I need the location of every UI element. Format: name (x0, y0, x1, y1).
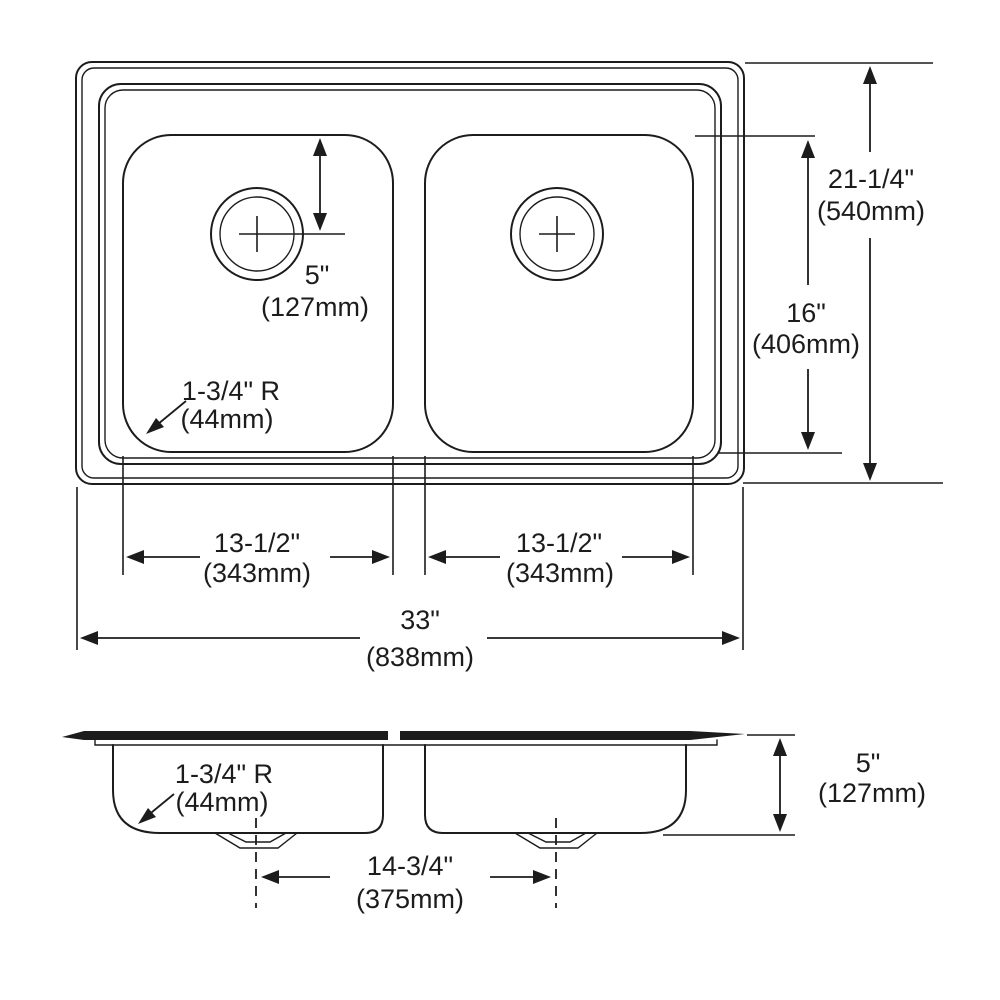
dim-drain-offset-imperial: 5" (305, 260, 330, 290)
corner-radius-side-metric: (44mm) (176, 787, 269, 817)
arrowhead-right-icon (533, 870, 551, 884)
rim-profile (62, 731, 745, 746)
dim-front-to-back-metric: (540mm) (817, 196, 925, 226)
dim-left-bowl-metric: (343mm) (203, 558, 311, 588)
arrowhead-left-icon (261, 870, 279, 884)
rim-bar-right (400, 731, 745, 740)
dim-overall-front-to-back: 21-1/4" (540mm) (743, 62, 943, 484)
right-bowl (424, 134, 694, 453)
dim-overall-width-imperial: 33" (400, 605, 440, 635)
arrowhead-left-icon (80, 631, 98, 645)
arrowhead-left-icon (428, 550, 446, 564)
dim-overall-width: 33" (838mm) (80, 605, 740, 672)
dim-bowl-depth-imperial: 16" (786, 298, 826, 328)
arrowhead-right-icon (672, 550, 690, 564)
dim-drain-spacing-metric: (375mm) (356, 884, 464, 914)
arrowhead-left-icon (126, 550, 144, 564)
arrowhead-up-icon (863, 66, 877, 84)
left-bowl (122, 134, 394, 453)
dim-depth-imperial: 5" (856, 748, 881, 778)
left-bowl-profile (112, 744, 384, 834)
corner-radius-top-imperial: 1-3/4" R (182, 376, 280, 406)
dim-left-bowl-imperial: 13-1/2" (214, 528, 300, 558)
left-drain-inner (227, 832, 287, 843)
corner-radius-side-imperial: 1-3/4" R (175, 759, 273, 789)
arrowhead-up-icon (773, 738, 787, 756)
dim-corner-radius-top: 1-3/4" R (44mm) (146, 376, 280, 434)
inner-rim-edge (98, 83, 722, 465)
right-drain-inner-circle (519, 196, 595, 272)
dim-bowl-front-to-back: 16" (406mm) (695, 135, 860, 454)
arrowhead-down-icon (313, 213, 327, 231)
arrowhead-down-icon (863, 463, 877, 481)
dim-drain-spacing-imperial: 14-3/4" (367, 851, 453, 881)
right-drain-outer (514, 832, 598, 849)
arrowhead-down-icon (801, 432, 815, 450)
right-drain-inner (527, 832, 587, 843)
dim-drain-offset-metric: (127mm) (261, 292, 369, 322)
dim-drain-offset: 5" (127mm) (261, 138, 369, 322)
dim-right-bowl-metric: (343mm) (506, 558, 614, 588)
corner-radius-top-metric: (44mm) (181, 404, 274, 434)
dim-overall-depth: 5" (127mm) (663, 734, 926, 836)
dim-left-bowl-width: 13-1/2" (343mm) (126, 528, 390, 588)
inner-rim-inner-edge (104, 89, 716, 459)
dim-bowl-depth-metric: (406mm) (752, 329, 860, 359)
outer-rim-inner-edge (81, 67, 739, 479)
left-drain (210, 187, 345, 281)
left-drain-profile (214, 832, 298, 849)
dim-corner-radius-side: 1-3/4" R (44mm) (138, 759, 273, 824)
right-bowl-profile (424, 744, 687, 834)
arrowhead-leader-icon (146, 418, 164, 434)
top-view: 5" (127mm) 1-3/4" R (44mm) 13-1/2" (34 (75, 61, 943, 672)
arrowhead-down-icon (773, 814, 787, 832)
right-drain-outer-circle (510, 187, 604, 281)
arrowhead-leader-icon (138, 808, 156, 824)
sink-outer-rim (75, 61, 745, 485)
sink-inner-rim (98, 83, 722, 465)
dim-front-to-back-imperial: 21-1/4" (828, 164, 914, 194)
dim-right-bowl-imperial: 13-1/2" (516, 528, 602, 558)
dim-depth-metric: (127mm) (818, 778, 926, 808)
extension-lines-top-view (76, 456, 744, 650)
dim-drain-spacing: 14-3/4" (375mm) (261, 851, 551, 914)
side-view: 1-3/4" R (44mm) 14-3/4" (375mm) 5" (127m… (62, 731, 926, 914)
left-drain-outer (214, 832, 298, 849)
outer-rim-edge (75, 61, 745, 485)
arrowhead-up-icon (801, 140, 815, 158)
dim-overall-width-metric: (838mm) (366, 642, 474, 672)
dim-right-bowl-width: 13-1/2" (343mm) (428, 528, 690, 588)
rim-bar-left (62, 731, 388, 740)
arrowhead-right-icon (372, 550, 390, 564)
right-drain (510, 187, 604, 281)
arrowhead-up-icon (313, 138, 327, 156)
right-drain-profile (514, 832, 598, 849)
arrowhead-right-icon (722, 631, 740, 645)
